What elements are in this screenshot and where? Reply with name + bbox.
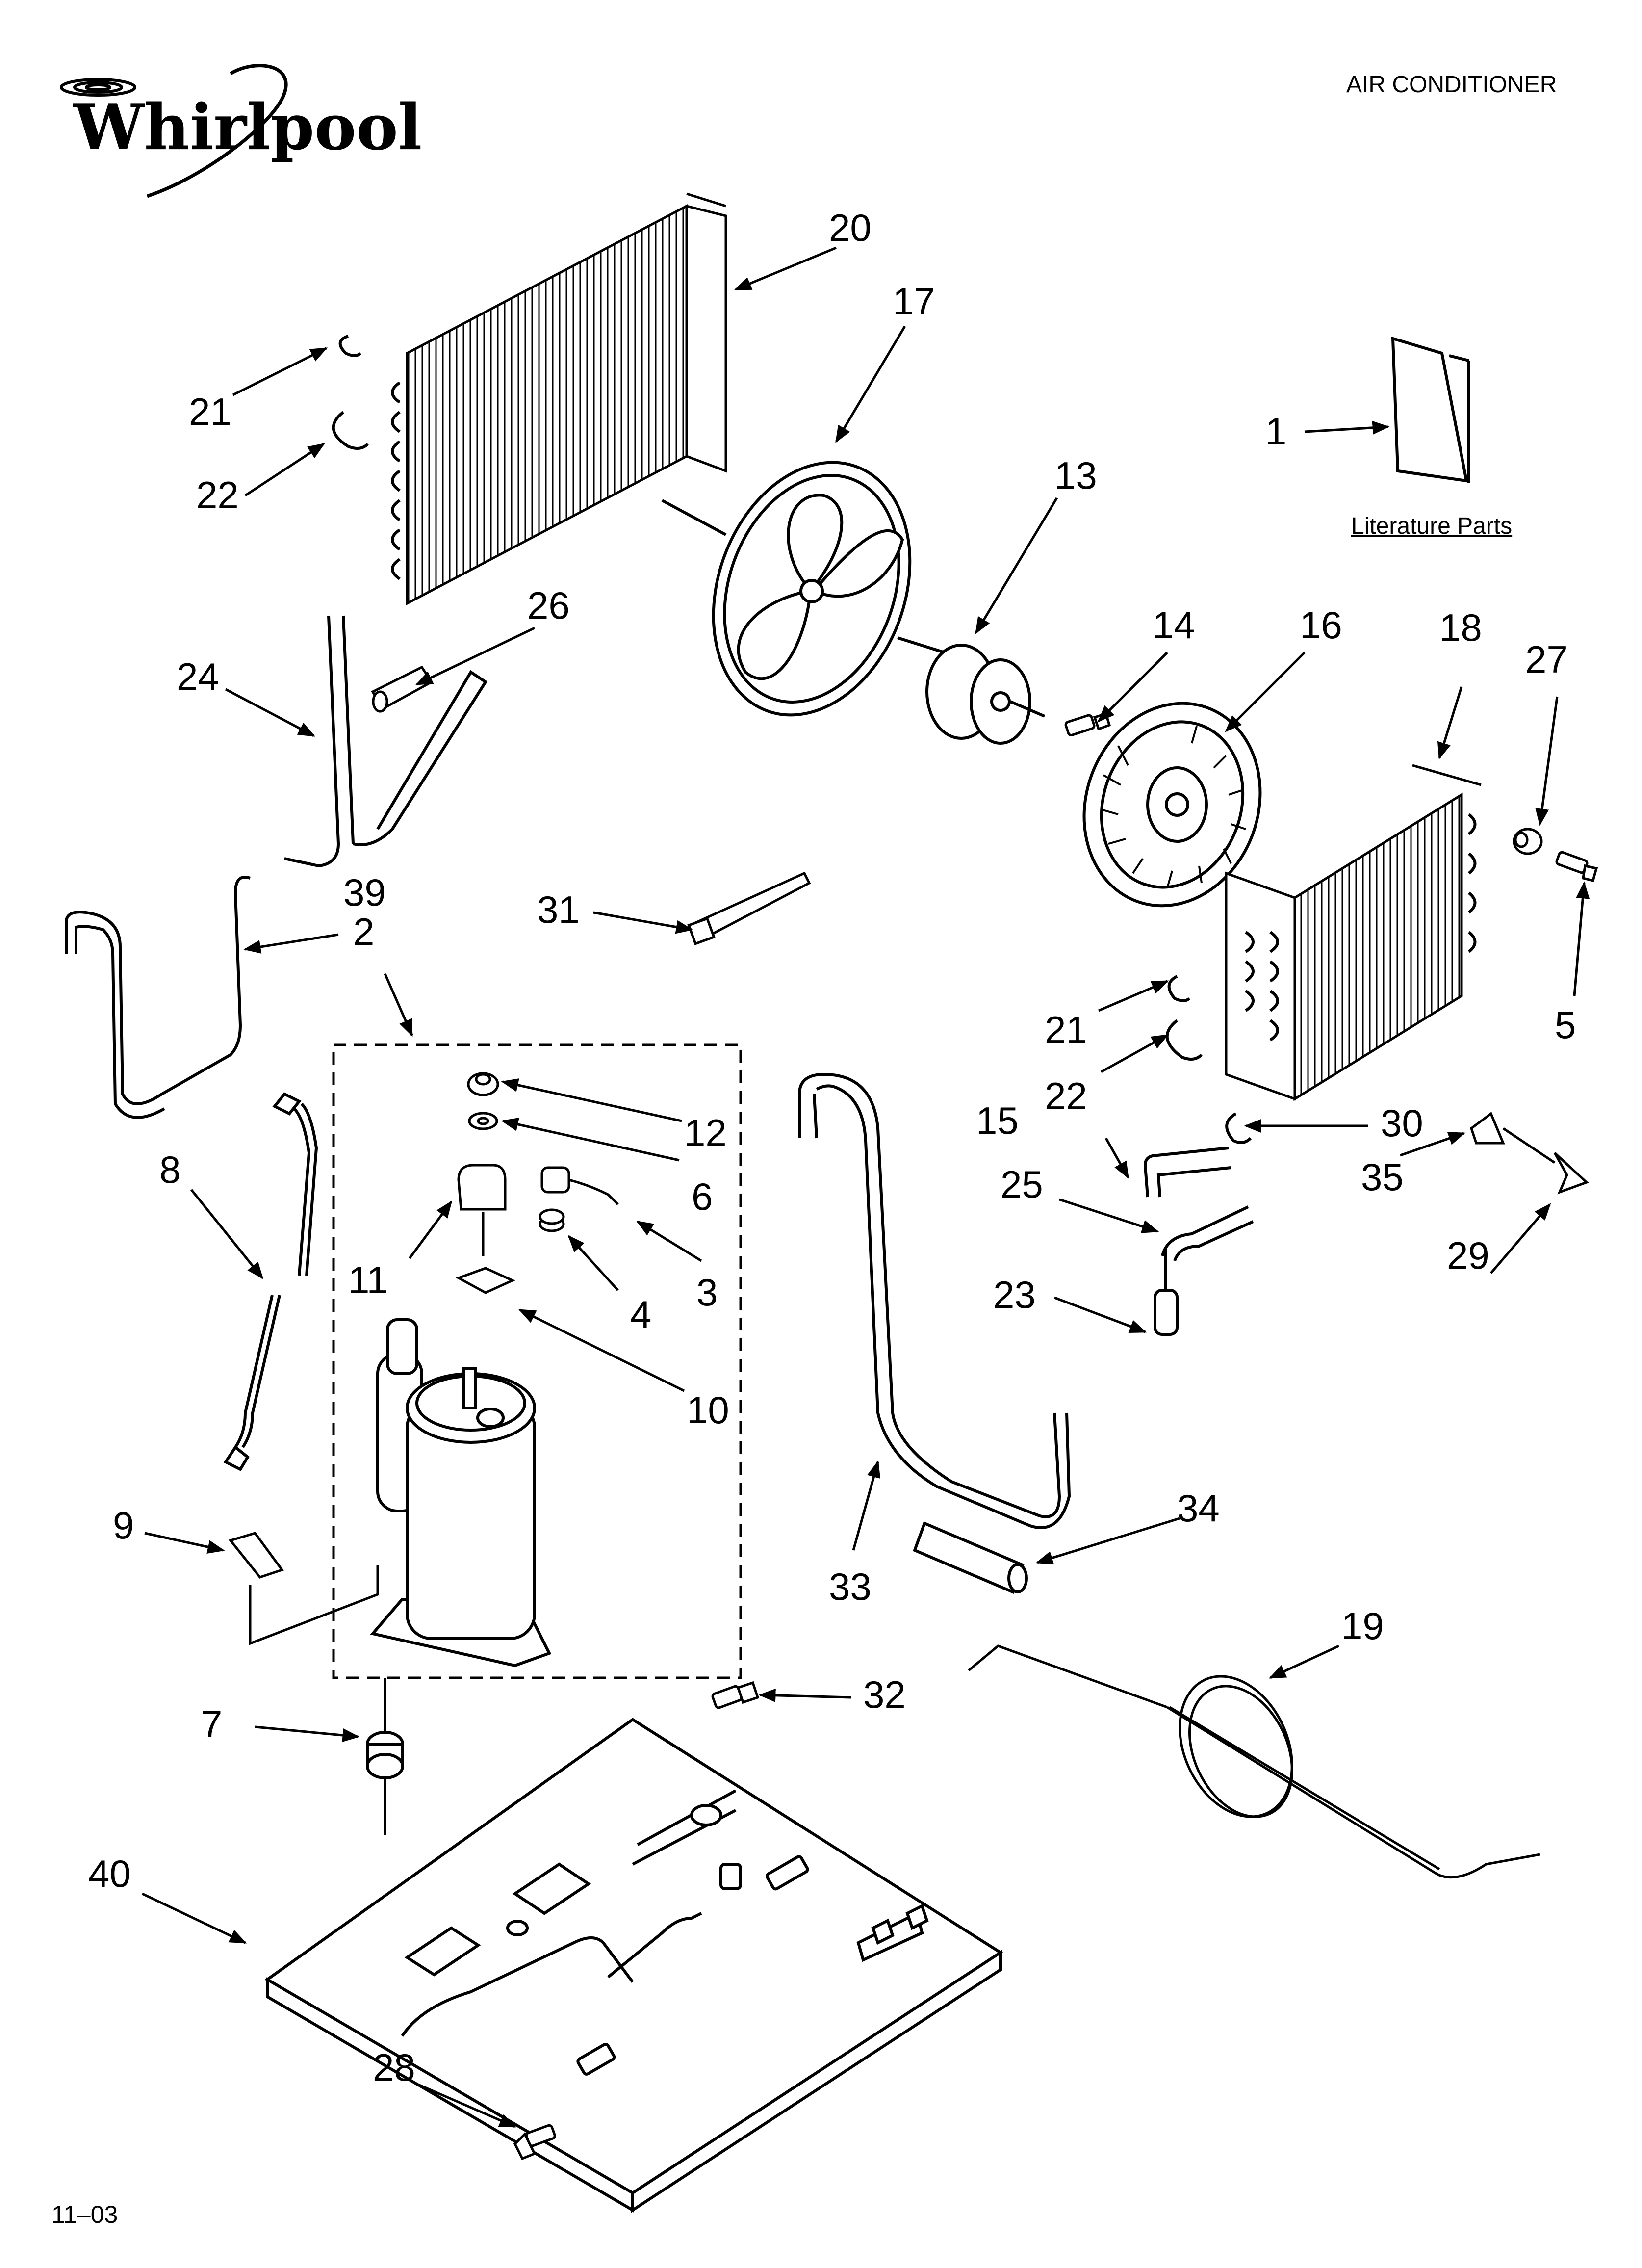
drain-tube-24 <box>284 615 488 868</box>
page-title: AIR CONDITIONER <box>1346 72 1557 98</box>
base-pan <box>264 1718 1003 2213</box>
evaporator-coil <box>1225 764 1482 1101</box>
terminal-cover-11 <box>457 1164 507 1256</box>
callout-label: 15 <box>976 1099 1019 1142</box>
arrowhead-29 <box>1502 1127 1589 1195</box>
callout-label: 31 <box>537 888 580 931</box>
callout-label: 19 <box>1341 1604 1384 1647</box>
screw-32 <box>711 1681 760 1709</box>
callout-label: 20 <box>829 206 872 249</box>
screw-28 <box>513 2124 556 2161</box>
callout-label: 30 <box>1381 1101 1423 1145</box>
callout-label: 9 <box>113 1504 134 1547</box>
wire-harness <box>223 1092 318 1471</box>
callout-label: 26 <box>527 584 570 627</box>
condenser-coil <box>391 192 727 606</box>
tube-39 <box>65 876 251 1119</box>
callout-label: 21 <box>1045 1008 1087 1051</box>
callout-label: 2 <box>353 910 375 953</box>
grommet-4 <box>539 1208 565 1232</box>
bracket-35 <box>1470 1112 1505 1145</box>
callout-label: 39 <box>343 871 386 914</box>
callout-label: 25 <box>1001 1163 1043 1206</box>
callout-label: 21 <box>189 390 231 433</box>
grommet-7 <box>366 1678 404 1835</box>
literature-booklet <box>1391 336 1470 483</box>
screw-5 <box>1555 851 1598 883</box>
leader-arrows <box>141 246 1590 2128</box>
callout-label: 23 <box>993 1273 1036 1316</box>
compressor <box>370 1318 552 1668</box>
bracket-10 <box>455 1267 516 1294</box>
callout-label: 14 <box>1153 603 1195 647</box>
callout-label: 34 <box>1177 1486 1220 1530</box>
washer-6 <box>468 1112 498 1130</box>
compressor-kit-box <box>332 1043 742 1679</box>
callout-label: 17 <box>893 280 935 323</box>
callout-label: 11 <box>348 1258 388 1302</box>
callout-label: 10 <box>687 1388 729 1432</box>
brand-logo-text: Whirlpool <box>74 91 422 164</box>
date-code: 11–03 <box>51 2201 118 2228</box>
clip-30 <box>1225 1112 1252 1144</box>
suction-tube-33 <box>798 1072 1071 1529</box>
bracket-9 <box>228 1532 379 1645</box>
callout-label: 33 <box>829 1565 872 1608</box>
tube-25 <box>1161 1205 1254 1262</box>
callout-label: 29 <box>1447 1234 1489 1277</box>
callout-label: 6 <box>692 1175 713 1218</box>
callout-label: 24 <box>177 655 219 698</box>
fitting-23 <box>1154 1249 1179 1336</box>
fan-motor <box>897 636 1046 745</box>
capillary-tube <box>968 1644 1540 1879</box>
insulation-tube-34 <box>913 1521 1028 1594</box>
callout-label: 12 <box>684 1111 727 1154</box>
overload-3 <box>540 1166 619 1205</box>
blower-wheel <box>1082 702 1262 908</box>
condenser-fan-blade <box>661 461 912 717</box>
whirlpool-logo-swirl <box>60 64 288 198</box>
cap-27 <box>1513 828 1543 855</box>
callout-label: 22 <box>1045 1074 1087 1118</box>
callout-label: 28 <box>373 2046 415 2089</box>
callout-label: 16 <box>1300 603 1342 647</box>
tie-strap <box>687 871 811 945</box>
callout-label: 5 <box>1555 1003 1576 1046</box>
callout-label: 4 <box>630 1293 652 1336</box>
callout-label: 40 <box>88 1852 131 1895</box>
tube-15 <box>1143 1147 1232 1198</box>
callout-label: 32 <box>863 1673 906 1716</box>
callout-label: 8 <box>159 1148 181 1191</box>
callout-label: 13 <box>1054 454 1097 497</box>
clips-21-22-top <box>332 335 369 450</box>
literature-parts-label: Literature Parts <box>1351 513 1513 539</box>
callout-label: 7 <box>201 1702 223 1746</box>
callout-label: 27 <box>1525 638 1568 681</box>
callout-label: 1 <box>1265 410 1287 453</box>
clips-21-22-right <box>1165 975 1203 1061</box>
callout-label: 22 <box>196 473 239 517</box>
callout-label: 3 <box>696 1271 718 1314</box>
nut-12 <box>467 1072 499 1096</box>
callout-label: 35 <box>1361 1155 1404 1199</box>
callout-label: 18 <box>1439 606 1482 649</box>
